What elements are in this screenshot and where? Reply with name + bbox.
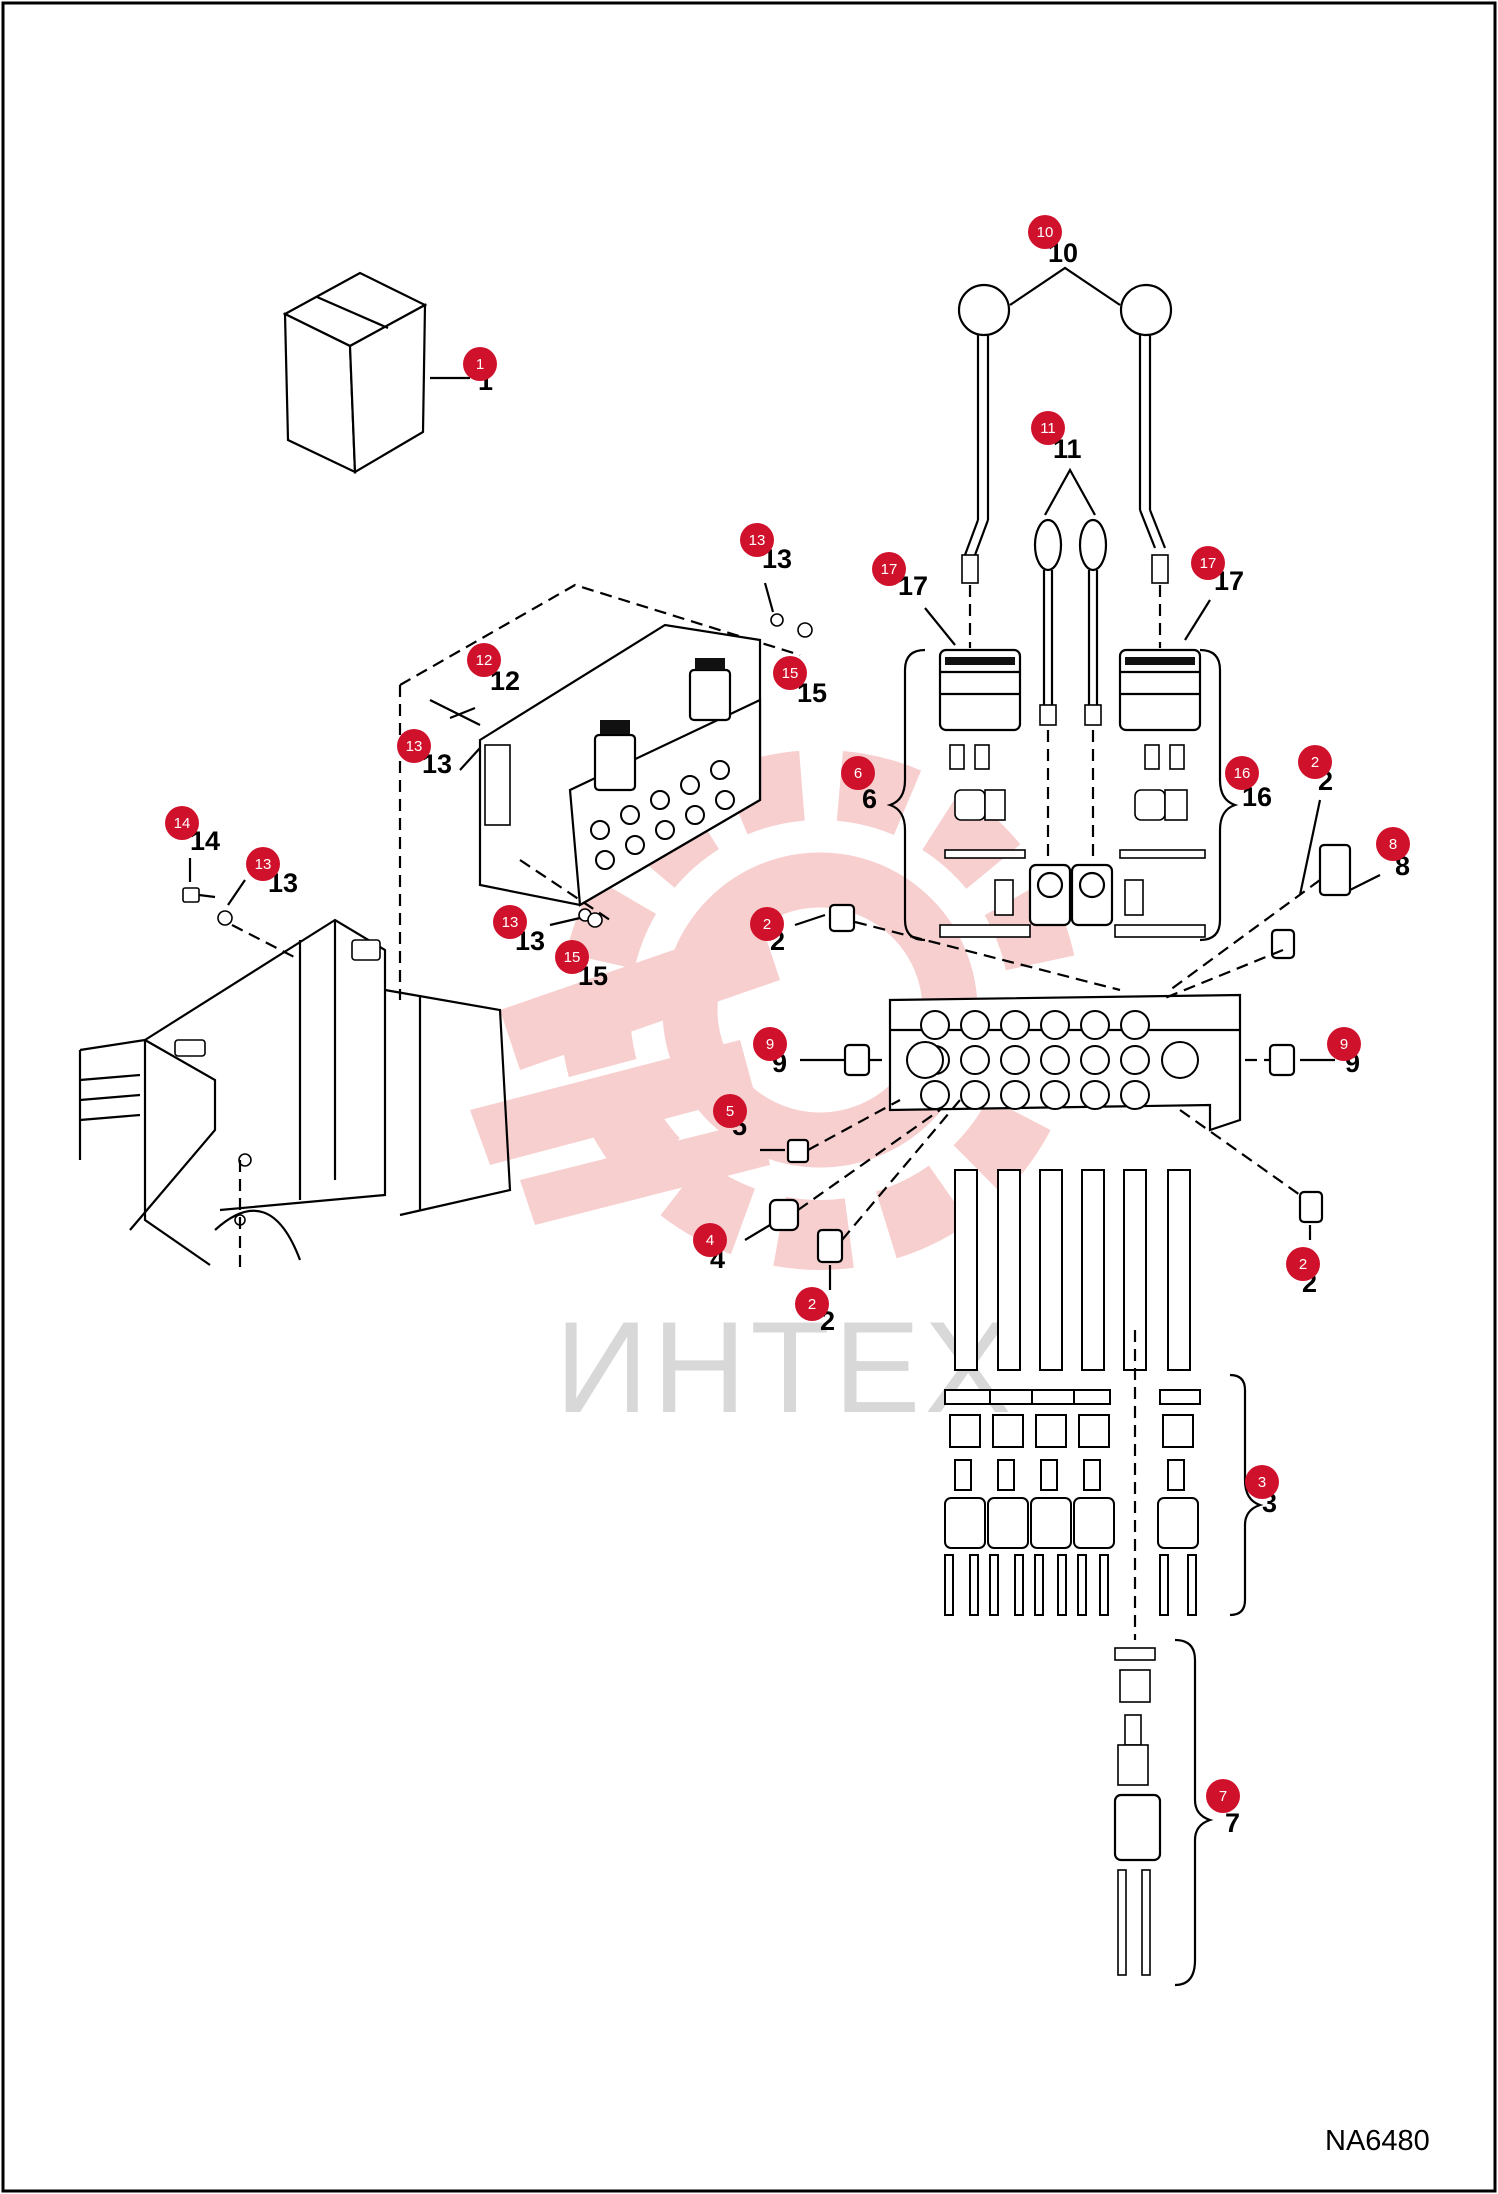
badge-6: 6: [841, 756, 875, 790]
svg-text:11: 11: [1040, 420, 1056, 437]
badge-2c: 2: [795, 1287, 829, 1321]
svg-text:13: 13: [749, 532, 766, 549]
svg-text:3: 3: [1258, 1474, 1266, 1491]
badge-2d: 2: [1286, 1247, 1320, 1281]
svg-text:2: 2: [1311, 754, 1319, 771]
svg-text:6: 6: [854, 765, 862, 782]
badge-9b: 9: [1327, 1027, 1361, 1061]
valve-assembly-mount: [398, 583, 801, 1000]
badge-1: 1: [463, 347, 497, 381]
svg-text:10: 10: [1037, 224, 1054, 241]
badge-15a: 15: [773, 656, 807, 690]
svg-text:14: 14: [174, 815, 191, 832]
badge-9a: 9: [753, 1027, 787, 1061]
badge-13a: 13: [740, 523, 774, 557]
badge-13d: 13: [493, 905, 527, 939]
svg-text:17: 17: [881, 561, 898, 578]
badge-11: 11: [1031, 411, 1065, 445]
badge-12: 12: [467, 643, 501, 677]
watermark-text: ИНТЕХ: [555, 1294, 1015, 1440]
svg-text:15: 15: [564, 949, 581, 966]
main-control-valve: [888, 993, 1242, 1132]
badge-8: 8: [1376, 827, 1410, 861]
small-fasteners-upper: [578, 582, 813, 928]
badge-7: 7: [1206, 1779, 1240, 1813]
svg-text:7: 7: [1219, 1788, 1227, 1805]
svg-text:13: 13: [406, 738, 423, 755]
badge-16: 16: [1225, 756, 1259, 790]
spool-sections: [944, 1169, 1264, 1617]
badge-5: 5: [713, 1094, 747, 1128]
leader-lines: [227, 599, 1381, 1290]
svg-text:9: 9: [1340, 1036, 1348, 1053]
svg-text:9: 9: [766, 1036, 774, 1053]
badge-10: 10: [1028, 215, 1062, 249]
badge-2b: 2: [750, 907, 784, 941]
label-7: 7: [1225, 1808, 1240, 1838]
svg-text:1: 1: [476, 356, 484, 373]
badge-13b: 13: [397, 729, 431, 763]
svg-text:4: 4: [706, 1232, 714, 1249]
joystick-handles: [957, 266, 1173, 584]
svg-text:13: 13: [502, 914, 519, 931]
svg-text:8: 8: [1389, 836, 1397, 853]
fittings: [768, 843, 1352, 1264]
spool-assembly-7: [1113, 1330, 1214, 1987]
svg-text:15: 15: [782, 665, 799, 682]
kit-box: [282, 271, 470, 474]
badge-2a: 2: [1298, 745, 1332, 779]
pilot-valve-group: [886, 585, 1239, 942]
svg-text:17: 17: [1200, 555, 1217, 572]
svg-text:16: 16: [1234, 765, 1251, 782]
badge-14: 14: [165, 806, 199, 840]
svg-text:2: 2: [1299, 1256, 1307, 1273]
badge-3: 3: [1245, 1465, 1279, 1499]
svg-text:13: 13: [255, 856, 272, 873]
svg-text:2: 2: [808, 1296, 816, 1313]
drawing-code: NA6480: [1325, 2125, 1430, 2157]
svg-text:12: 12: [476, 652, 493, 669]
badge-15b: 15: [555, 940, 589, 974]
svg-text:5: 5: [726, 1103, 734, 1120]
bolt-14: [182, 858, 301, 961]
badge-4: 4: [693, 1223, 727, 1257]
callout-badges: 1 10 11 13 15 12 13 17 17 6 16 2 8 14 13…: [165, 215, 1410, 1813]
machine-frame: [78, 918, 512, 1270]
control-levers: [1033, 467, 1108, 726]
svg-text:2: 2: [763, 916, 771, 933]
label-6: 6: [862, 784, 877, 814]
badge-17a: 17: [872, 552, 906, 586]
badge-13c: 13: [246, 847, 280, 881]
badge-17b: 17: [1191, 546, 1225, 580]
